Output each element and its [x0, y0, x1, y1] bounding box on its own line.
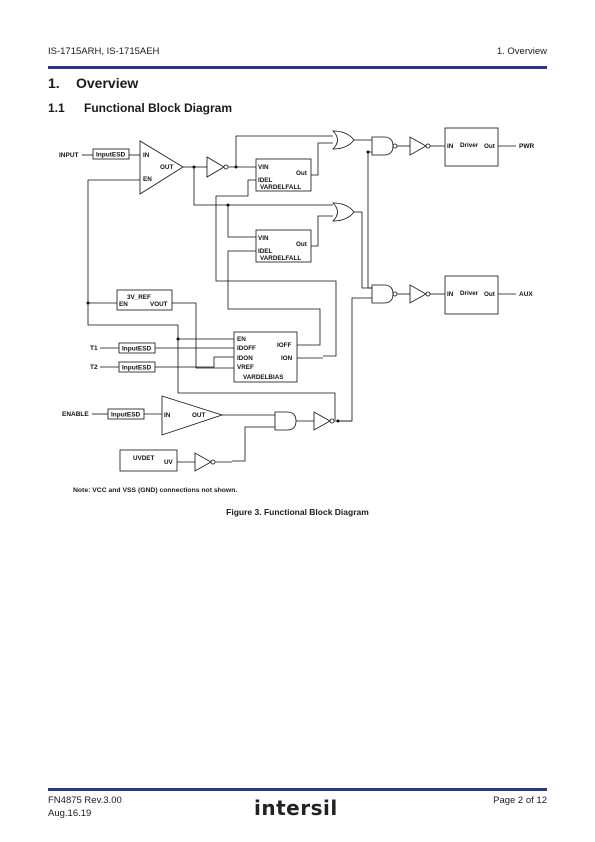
signal-enable-label: ENABLE [62, 411, 89, 418]
signal-t1-label: T1 [90, 345, 98, 352]
inputesd-block-t1: InputESD [118, 342, 156, 354]
svg-text:InputESD: InputESD [96, 152, 126, 159]
vardelbias-block: EN IDOFF IOFF IDON ION VREF VARDELBIAS [233, 331, 298, 383]
signal-t2-label: T2 [90, 364, 98, 371]
nand-gate-2 [371, 284, 398, 304]
svg-text:VIN: VIN [258, 164, 269, 171]
nand-gate-1 [371, 136, 398, 156]
svg-text:IDON: IDON [237, 355, 253, 362]
svg-text:VARDELFALL: VARDELFALL [260, 184, 301, 191]
vardelfall-block-1: VIN Out IDEL VARDELFALL [255, 158, 312, 192]
footer-page-number: Page 2 of 12 [493, 795, 547, 806]
footer-doc-number: FN4875 Rev.3.00 [48, 795, 122, 806]
reference-block-3v: 3V_REF EN VOUT [116, 289, 173, 311]
and-gate-enable [274, 411, 297, 431]
svg-text:IN: IN [447, 291, 454, 298]
svg-text:Out: Out [484, 291, 496, 298]
footer-date: Aug.16.19 [48, 808, 92, 819]
driver-block-aux: IN Driver Out [444, 275, 499, 315]
svg-text:Out: Out [296, 170, 308, 177]
svg-text:Driver: Driver [460, 290, 479, 297]
header-section: 1. Overview [496, 46, 547, 57]
inputesd-block-t2: InputESD [118, 361, 156, 373]
svg-text:VIN: VIN [258, 235, 269, 242]
header-doc-title: IS-1715ARH, IS-1715AEH [48, 46, 160, 57]
svg-text:IN: IN [164, 412, 171, 419]
intersil-logo: intersil [254, 796, 338, 820]
or-gate-2 [332, 202, 355, 222]
section-title: Overview [76, 75, 139, 91]
svg-text:3V_REF: 3V_REF [127, 294, 151, 301]
section-heading: 1. Overview [48, 75, 138, 91]
svg-text:UV: UV [164, 459, 174, 466]
svg-text:UVDET: UVDET [133, 455, 154, 462]
svg-text:VREF: VREF [237, 364, 254, 371]
inputesd-block-enable: InputESD [107, 408, 145, 420]
figure-caption: Figure 3. Functional Block Diagram [226, 507, 369, 517]
subsection-heading: 1.1 Functional Block Diagram [48, 101, 232, 115]
svg-text:VOUT: VOUT [150, 301, 168, 308]
inverter-enable [313, 411, 335, 431]
signal-input-label: INPUT [59, 152, 79, 159]
svg-text:IN: IN [447, 143, 454, 150]
inverter-uv [194, 452, 216, 472]
buffer-1 [206, 156, 229, 178]
svg-text:Out: Out [296, 241, 308, 248]
inputesd-block-input: InputESD [92, 148, 130, 160]
vardelfall-block-2: VIN Out IDEL VARDELFALL [255, 229, 312, 263]
subsection-number: 1.1 [48, 101, 65, 115]
svg-text:IN: IN [143, 152, 150, 159]
svg-text:OUT: OUT [192, 412, 205, 419]
svg-text:InputESD: InputESD [111, 412, 141, 419]
svg-text:OUT: OUT [160, 164, 173, 171]
uvdet-block: UVDET UV [119, 449, 178, 472]
signal-pwr-label: PWR [519, 143, 534, 150]
svg-text:EN: EN [237, 336, 246, 343]
svg-text:VARDELFALL: VARDELFALL [260, 255, 301, 262]
or-gate-1 [332, 130, 355, 150]
section-number: 1. [48, 75, 60, 91]
svg-text:InputESD: InputESD [122, 365, 152, 372]
inverter-pwr [409, 136, 431, 156]
svg-text:Out: Out [484, 143, 496, 150]
svg-text:IDEL: IDEL [258, 248, 272, 255]
diagram-note: Note: VCC and VSS (GND) connections not … [73, 487, 238, 494]
footer-rule [48, 788, 547, 791]
svg-text:IOFF: IOFF [277, 342, 291, 349]
header-rule [48, 66, 547, 69]
svg-text:IDEL: IDEL [258, 177, 272, 184]
comparator-main: IN OUT EN [139, 140, 184, 195]
subsection-title: Functional Block Diagram [84, 101, 233, 115]
comparator-enable: IN OUT [161, 395, 224, 436]
signal-aux-label: AUX [519, 291, 533, 298]
svg-text:ION: ION [281, 355, 293, 362]
svg-text:VARDELBIAS: VARDELBIAS [243, 374, 283, 381]
driver-block-pwr: IN Driver Out [444, 127, 499, 167]
svg-text:IDOFF: IDOFF [237, 345, 256, 352]
svg-text:InputESD: InputESD [122, 346, 152, 353]
svg-text:EN: EN [143, 176, 152, 183]
svg-text:Driver: Driver [460, 142, 479, 149]
inverter-aux [409, 284, 431, 304]
svg-text:EN: EN [119, 301, 128, 308]
